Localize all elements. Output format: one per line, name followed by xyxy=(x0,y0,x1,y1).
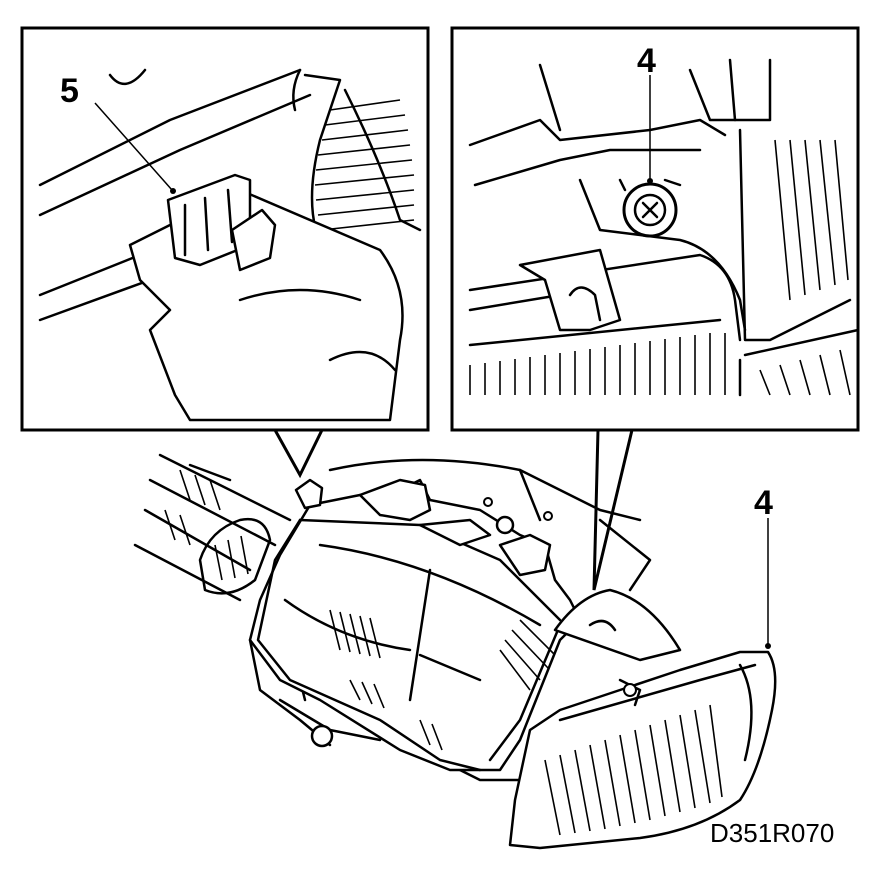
fender-hatching xyxy=(314,99,415,231)
left-inset-pointer xyxy=(272,428,325,479)
inset-left-clip-detail: 5 xyxy=(20,26,430,432)
leader-dot-4-main xyxy=(765,643,771,649)
callout-4-main: 4 xyxy=(754,484,773,522)
indicator-lamp xyxy=(508,650,777,850)
main-headlamp-view: 4 xyxy=(133,453,777,850)
callout-4-inset: 4 xyxy=(637,42,656,80)
panel-hatching xyxy=(759,139,851,396)
indicator-hatching xyxy=(544,704,723,836)
right-inset-pointer xyxy=(592,428,634,591)
callout-5: 5 xyxy=(60,72,79,110)
leader-dot-5 xyxy=(170,188,176,194)
body-hatching xyxy=(164,469,249,581)
leader-dot-4-inset xyxy=(647,178,653,184)
leader-line-5 xyxy=(94,102,173,191)
retaining-clip xyxy=(166,173,277,272)
lamp-ribs xyxy=(469,333,726,395)
inset-right-screw-detail: 4 xyxy=(450,26,860,432)
lens-hatching xyxy=(329,609,556,751)
drawing-code: D351R070 xyxy=(710,818,834,848)
